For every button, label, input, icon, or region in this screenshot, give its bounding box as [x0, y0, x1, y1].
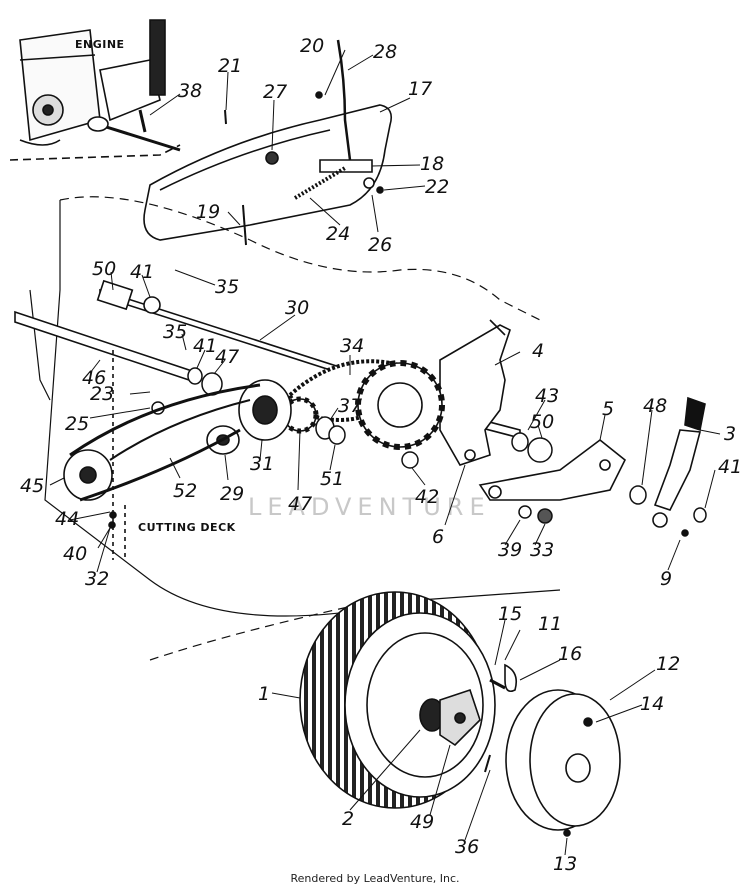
callout-41b: 41	[193, 335, 217, 357]
callout-52: 52	[173, 480, 197, 502]
callout-19: 19	[196, 201, 220, 223]
callout-5: 5	[602, 398, 614, 420]
callout-2: 2	[342, 808, 354, 830]
callout-35b: 35	[163, 321, 187, 343]
belt-pulley	[63, 350, 261, 560]
callout-49: 49	[410, 811, 434, 833]
callout-28: 28	[373, 41, 397, 63]
callout-36: 36	[455, 836, 479, 858]
callout-39: 39	[498, 539, 522, 561]
callout-45: 45	[20, 475, 44, 497]
callout-1: 1	[258, 683, 270, 705]
belt-cover	[143, 104, 393, 241]
drive-wheel	[299, 591, 496, 809]
callout-23: 23	[90, 383, 114, 405]
callout-34: 34	[340, 335, 364, 357]
cutting-deck-label: CUTTING DECK	[138, 521, 236, 534]
chain-sprockets	[206, 359, 445, 455]
callout-47: 47	[215, 346, 239, 368]
leader-lines	[49, 49, 721, 856]
callout-31: 31	[250, 453, 274, 475]
callout-3: 3	[724, 423, 736, 445]
callout-11: 11	[538, 613, 562, 635]
callout-40: 40	[63, 543, 87, 565]
callout-14: 14	[640, 693, 664, 715]
callout-42: 42	[415, 486, 439, 508]
callout-29: 29	[220, 483, 244, 505]
callout-30: 30	[285, 297, 309, 319]
hub-cap	[484, 663, 621, 837]
callout-43: 43	[535, 385, 559, 407]
shift-bracket	[439, 319, 511, 466]
engine-assembly	[9, 19, 181, 161]
callout-35: 35	[215, 276, 239, 298]
callout-21: 21	[218, 55, 242, 77]
callout-22: 22	[425, 176, 449, 198]
callout-37: 37	[338, 395, 362, 417]
drive-lever	[478, 438, 627, 501]
callout-12: 12	[656, 653, 680, 675]
cable-and-spring	[224, 39, 384, 246]
callout-44: 44	[55, 508, 79, 530]
callout-46: 46	[82, 367, 106, 389]
callout-20: 20	[300, 35, 324, 57]
callout-13: 13	[553, 853, 577, 875]
callout-numbers: 20 28 21 27 17 38 18 22 19 26 24 50 41 3…	[20, 35, 742, 875]
callout-51: 51	[320, 468, 344, 490]
callout-50: 50	[92, 258, 116, 280]
callout-41c: 41	[718, 456, 742, 478]
callout-24: 24	[326, 223, 350, 245]
callout-50b: 50	[530, 411, 554, 433]
callout-17: 17	[408, 78, 432, 100]
washers-spacers	[151, 367, 707, 524]
footer-credit: Rendered by LeadVenture, Inc.	[290, 872, 460, 885]
callout-6: 6	[432, 526, 444, 548]
callout-41: 41	[130, 261, 154, 283]
callout-38: 38	[178, 80, 202, 102]
callout-15: 15	[498, 603, 522, 625]
callout-16: 16	[558, 643, 582, 665]
callout-26: 26	[368, 234, 392, 256]
callout-27: 27	[263, 81, 287, 103]
watermark: LEADVENTURE	[248, 493, 491, 521]
callout-47b: 47	[288, 493, 312, 515]
callout-4: 4	[532, 340, 544, 362]
callout-25: 25	[65, 413, 89, 435]
callout-18: 18	[420, 153, 444, 175]
engine-label: ENGINE	[75, 38, 125, 51]
callout-33: 33	[530, 539, 554, 561]
callout-32: 32	[85, 568, 109, 590]
callout-48: 48	[643, 395, 667, 417]
callout-9: 9	[660, 568, 672, 590]
